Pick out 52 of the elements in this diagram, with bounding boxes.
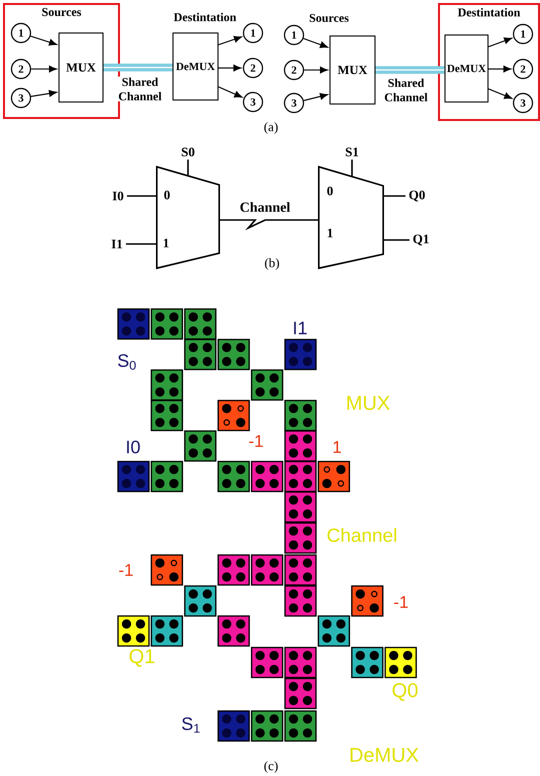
arrow [218,36,242,46]
subfigure-label: (c) [264,761,278,773]
wire [219,219,319,230]
signal-label: Q0 [392,683,418,701]
channel-tube [376,66,444,74]
block-label: DeMUX [350,748,419,762]
mux-box: MUX [58,32,104,102]
wire [126,195,157,197]
arrow [488,66,512,72]
value-label: -1 [394,596,408,608]
channel-tube [104,64,172,72]
signal-label: S1 [346,148,358,156]
subfigure-label: (a) [264,122,278,134]
arrow [304,93,328,102]
signal-label: I1 [294,322,307,334]
arrow [218,64,242,72]
block-label: Channel [328,528,396,542]
edge-label: Shared Channel [380,78,432,102]
arrow [303,38,328,48]
arrow [31,66,57,72]
arrow [488,88,512,99]
heading: Destintation [174,12,236,22]
signal-label: I1 [112,240,122,248]
signal-label: I0 [127,440,140,454]
arrow [30,90,57,97]
arrow [488,37,512,48]
heading: Sources [310,14,349,22]
wire [187,160,189,176]
value-label: -1 [249,435,263,447]
edge-label: Channel [238,201,292,213]
value-label: 1 [334,441,341,453]
signal-label: S$_{0}$ [118,354,136,370]
signal-label: S0 [182,148,194,156]
block-label: MUX [347,396,390,410]
wire [126,243,157,245]
edge-label: Shared Channel [114,76,166,102]
signal-label: S$_{1}$ [182,717,200,733]
mux-box: MUX [330,36,376,104]
signal-label: Q0 [409,190,425,202]
value-label: -1 [119,564,133,576]
demux-box: DeMUX [444,34,488,102]
arrow [30,36,57,46]
wire [351,160,353,177]
signal-label: Q1 [413,234,429,246]
signal-label: Q1 [130,649,154,667]
arrow [304,66,328,74]
wire [383,239,410,241]
wire [383,195,406,197]
signal-label: I0 [112,192,124,200]
arrow [218,86,242,98]
subfigure-label: (b) [264,258,279,270]
demux-box: DeMUX [172,32,218,100]
